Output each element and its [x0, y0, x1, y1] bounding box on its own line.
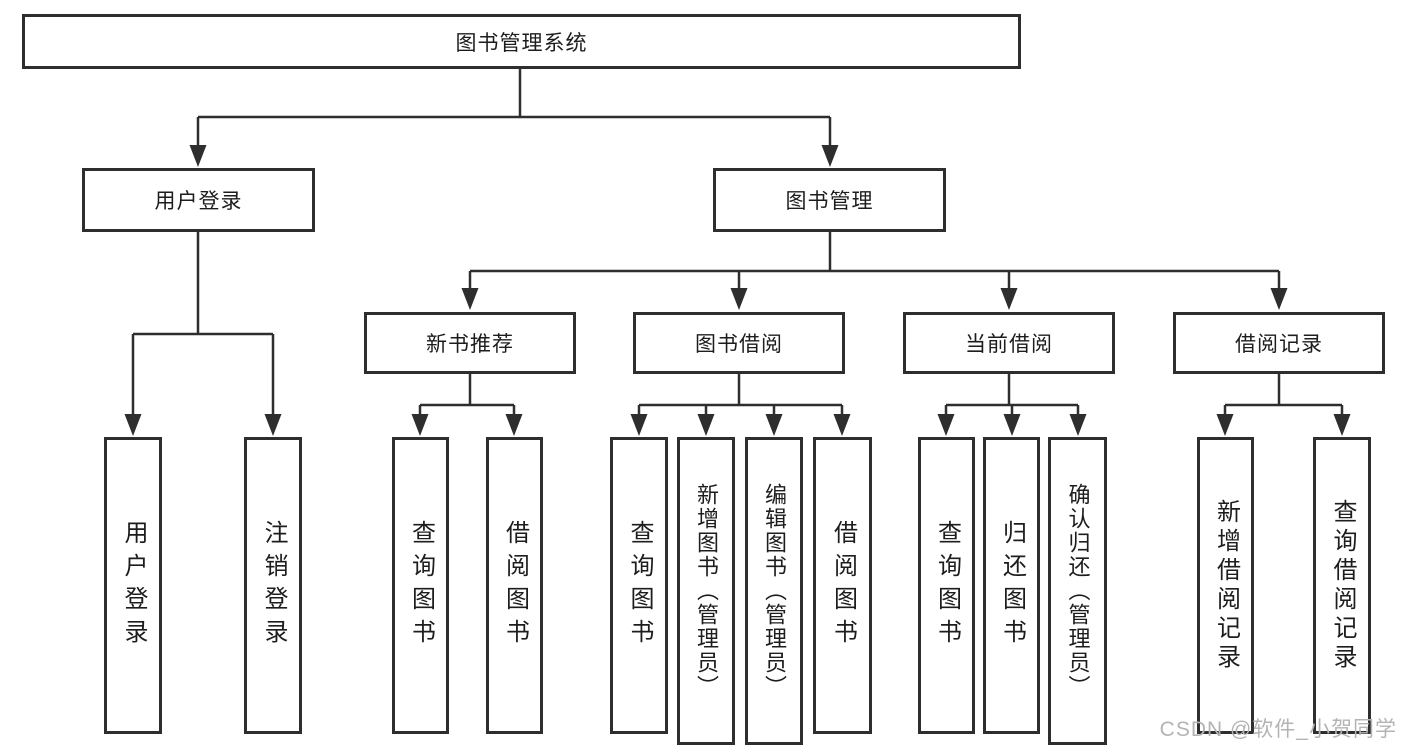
leaf-add-books-admin: 新增图书（管理员）	[677, 437, 735, 745]
leaf-user-login: 用户登录	[104, 437, 162, 734]
leaf-query-books-recommend: 查询图书	[392, 437, 449, 734]
node-borrowing-records: 借阅记录	[1173, 312, 1385, 374]
node-library-management-system: 图书管理系统	[22, 14, 1021, 69]
node-book-borrowing: 图书借阅	[633, 312, 845, 374]
leaf-add-borrow-record: 新增借阅记录	[1197, 437, 1254, 734]
leaf-query-books-current: 查询图书	[918, 437, 975, 734]
leaf-query-books-borrow: 查询图书	[610, 437, 668, 734]
leaf-edit-books-admin: 编辑图书（管理员）	[745, 437, 803, 745]
leaf-borrow-books: 借阅图书	[813, 437, 872, 734]
leaf-logout: 注销登录	[244, 437, 302, 734]
leaf-borrow-books-recommend: 借阅图书	[486, 437, 543, 734]
leaf-query-borrow-record: 查询借阅记录	[1313, 437, 1371, 734]
leaf-return-books: 归还图书	[983, 437, 1040, 734]
csdn-watermark: CSDN @软件_小贺同学	[1159, 718, 1397, 741]
node-user-login: 用户登录	[82, 168, 315, 232]
leaf-confirm-return-admin: 确认归还（管理员）	[1048, 437, 1107, 745]
node-book-management: 图书管理	[713, 168, 946, 232]
node-new-book-recommendation: 新书推荐	[364, 312, 576, 374]
arrowheads	[124, 145, 1351, 436]
node-current-borrowing: 当前借阅	[903, 312, 1115, 374]
